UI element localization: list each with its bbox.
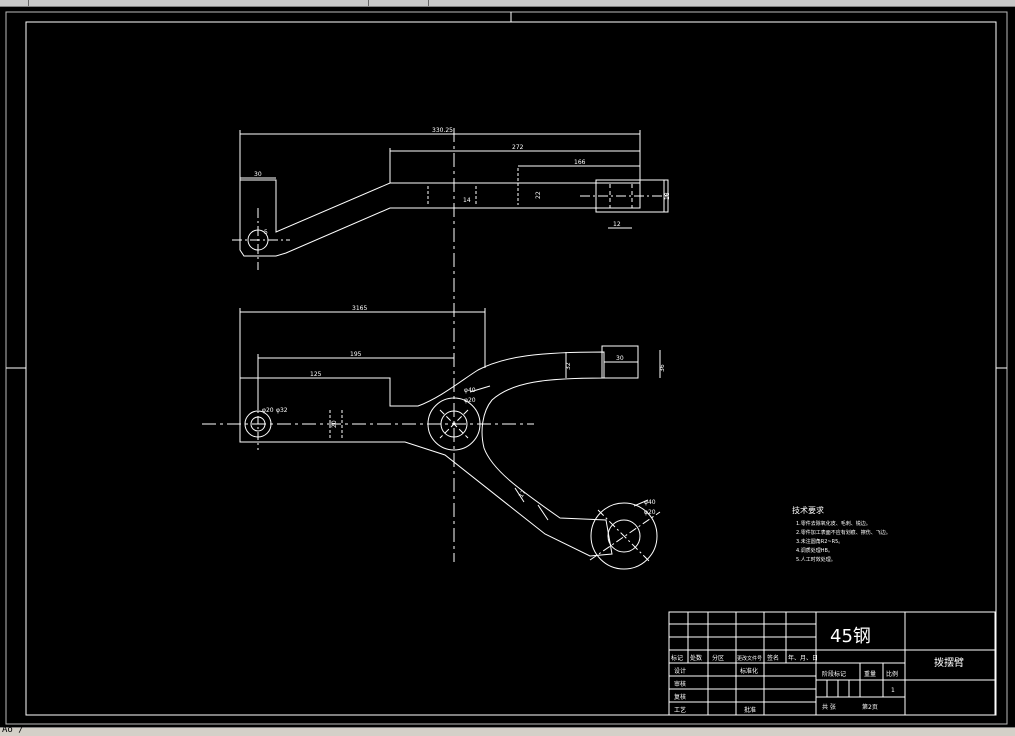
section-mark — [537, 504, 549, 521]
dim-text: 20 — [331, 420, 338, 428]
check-cell: 审核 — [674, 680, 686, 688]
leader — [469, 385, 491, 393]
header-cell: 年、月、日 — [788, 654, 818, 662]
part-name: 拨摆臂 — [934, 656, 964, 669]
top-view — [232, 130, 670, 270]
inner-frame — [25, 21, 997, 716]
front-view — [202, 308, 661, 570]
title-block-grid — [668, 611, 996, 716]
dim-text: φ40 — [644, 499, 656, 506]
centerline — [589, 511, 661, 561]
dim-text: φ32 — [276, 407, 288, 414]
dim-text: 3165 — [352, 305, 367, 312]
header-cell: 签名 — [767, 654, 779, 662]
top-view-fork — [595, 179, 669, 213]
application-toolbar-strip — [0, 0, 1015, 7]
toolbar-segment[interactable] — [368, 0, 429, 6]
front-view-end-eye — [590, 502, 658, 570]
dim-text: 22 — [535, 191, 542, 199]
front-view-outline — [239, 351, 613, 557]
dim-text: 14 — [463, 197, 471, 204]
dim-text: 272 — [512, 144, 524, 151]
dim-text: 18 — [664, 192, 671, 200]
sheet-number: 第2页 — [862, 703, 878, 711]
dim-text: 330.25 — [432, 127, 453, 134]
dim-text: 30 — [616, 355, 624, 362]
leader — [633, 499, 649, 507]
weight-cell: 重量 — [864, 670, 876, 678]
dim-text: φ20 — [464, 397, 476, 404]
dim-text: φ20 — [262, 407, 274, 414]
dim-text: 32 — [565, 362, 572, 370]
dim-text: φ40 — [464, 387, 476, 394]
scale-value: 1 — [891, 687, 895, 694]
cad-drawing-canvas[interactable]: 330.25 272 166 30 22 18 12 14 5 3165 195… — [0, 7, 1015, 727]
stage-mark-cell: 阶段标记 — [822, 670, 846, 678]
note-item: 1.零件去除氧化皮、毛刺、锐边。 — [796, 520, 871, 527]
centerline — [439, 409, 469, 439]
approve-cell: 批准 — [744, 706, 756, 714]
standardize-cell: 标准化 — [740, 667, 758, 675]
dim-text: 12 — [613, 221, 621, 228]
drawing-sheet: 330.25 272 166 30 22 18 12 14 5 3165 195… — [5, 11, 1008, 725]
dim-text: 195 — [350, 351, 362, 358]
dim-text: 36 — [659, 364, 666, 372]
note-item: 5.人工时效处理。 — [796, 556, 836, 563]
note-item: 3.未注圆角R2~R5。 — [796, 538, 843, 545]
header-cell: 分区 — [712, 654, 724, 662]
dim-text: 17 — [518, 489, 528, 499]
notes-title: 技术要求 — [792, 505, 824, 515]
scale-cell: 比例 — [886, 670, 898, 678]
header-cell: 处数 — [690, 654, 702, 662]
header-cell: 标记 — [671, 654, 683, 662]
dim-text: 30 — [254, 171, 262, 178]
command-line-bar[interactable]: Ao / — [0, 725, 1015, 736]
toolbar-segment[interactable] — [28, 0, 369, 6]
dim-text: 166 — [574, 159, 586, 166]
technical-notes: 技术要求 1.零件去除氧化皮、毛刺、锐边。 2.零件加工表面不应有划痕、擦伤、飞… — [792, 505, 891, 563]
outer-frame — [5, 11, 1008, 725]
material-label: 45钢 — [830, 626, 871, 647]
dim-text: 5 — [264, 229, 268, 236]
review-cell: 复核 — [674, 693, 686, 701]
process-cell: 工艺 — [674, 706, 686, 714]
title-block-text: 45钢 拨摆臂 标记 处数 分区 更改文件号 签名 年、月、日 设计 标准化 审… — [671, 626, 964, 714]
centerline — [597, 509, 651, 563]
note-item: 4.调质处理HB。 — [796, 547, 833, 554]
sheets-total: 共 张 — [822, 703, 836, 711]
design-cell: 设计 — [674, 667, 686, 675]
top-view-outline — [239, 179, 641, 257]
dim-text: φ20 — [644, 509, 656, 516]
front-view-end-bore — [607, 519, 641, 553]
toolbar-segment[interactable] — [428, 0, 1015, 6]
status-text: Ao / — [2, 725, 24, 735]
toolbar-segment[interactable] — [0, 0, 29, 6]
dim-text: 125 — [310, 371, 322, 378]
note-item: 2.零件加工表面不应有划痕、擦伤、飞边。 — [796, 529, 891, 536]
header-cell: 更改文件号 — [737, 655, 762, 662]
section-mark — [514, 487, 525, 503]
